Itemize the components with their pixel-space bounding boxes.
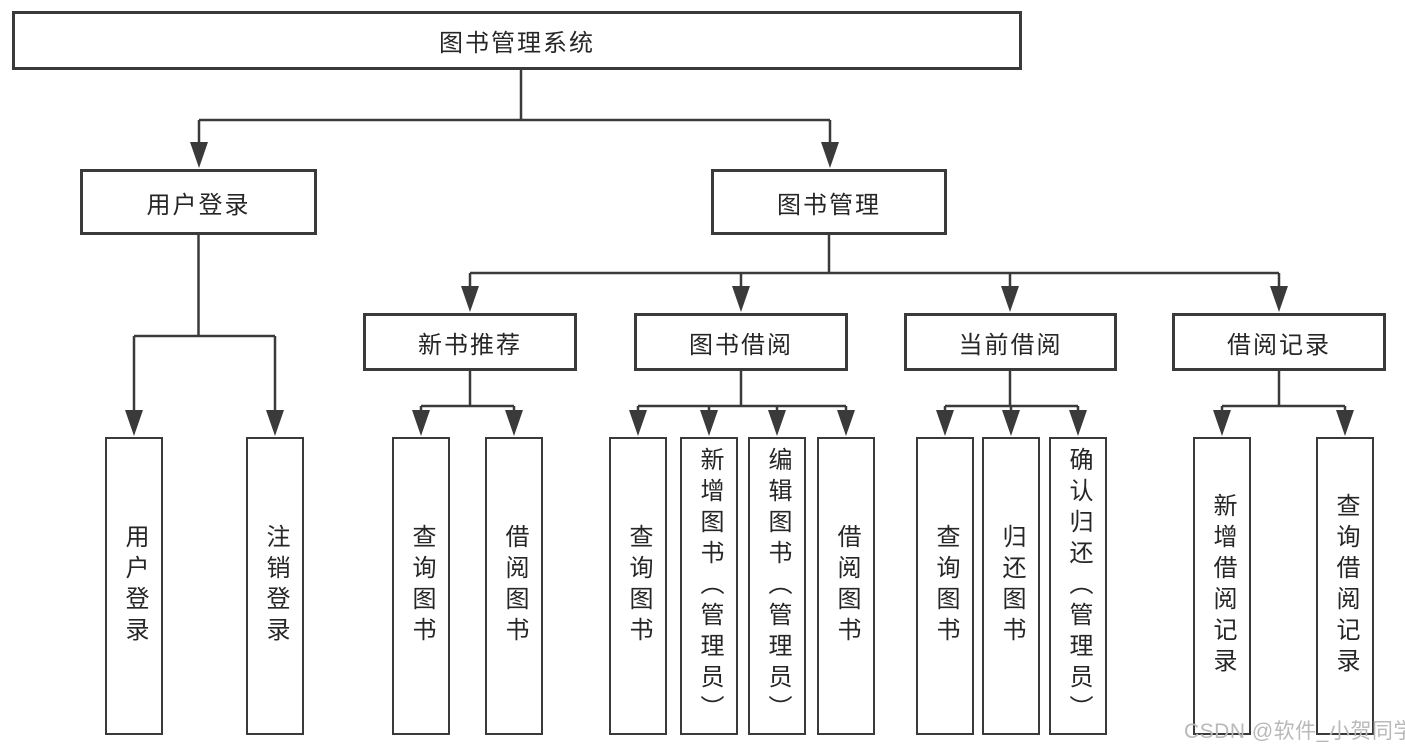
node-edit-books-admin: 编辑图书（管理员） (748, 437, 806, 735)
node-query-books-current: 查询图书 (916, 437, 974, 735)
watermark: CSDN @软件_小贺同学 (1184, 720, 1405, 743)
node-book-management: 图书管理 (711, 169, 947, 235)
node-query-books-recommend: 查询图书 (392, 437, 450, 735)
node-user-login: 用户登录 (80, 169, 317, 235)
node-logout: 注销登录 (246, 437, 304, 735)
node-query-books-borrowing: 查询图书 (609, 437, 667, 735)
node-book-borrowing: 图书借阅 (634, 313, 848, 371)
node-new-book-recommendation: 新书推荐 (363, 313, 577, 371)
node-borrow-books-borrowing: 借阅图书 (817, 437, 875, 735)
node-query-borrow-record: 查询借阅记录 (1316, 437, 1374, 735)
node-add-books-admin: 新增图书（管理员） (680, 437, 738, 735)
node-root: 图书管理系统 (12, 11, 1022, 70)
node-return-books: 归还图书 (982, 437, 1040, 735)
node-current-borrowing: 当前借阅 (904, 313, 1117, 371)
node-confirm-return-admin: 确认归还（管理员） (1049, 437, 1107, 735)
node-add-borrow-record: 新增借阅记录 (1193, 437, 1251, 735)
node-login: 用户登录 (105, 437, 163, 735)
node-borrow-books-recommend: 借阅图书 (485, 437, 543, 735)
node-borrowing-records: 借阅记录 (1172, 313, 1386, 371)
